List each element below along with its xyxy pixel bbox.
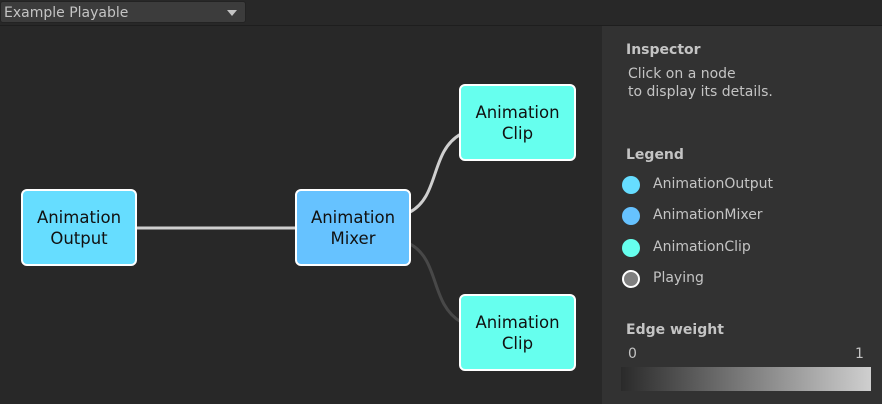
- node-animation-output[interactable]: Animation Output: [21, 189, 137, 266]
- node-animation-mixer[interactable]: Animation Mixer: [295, 189, 411, 266]
- node-label: Animation Clip: [475, 312, 560, 353]
- edge-weight-title: Edge weight: [626, 322, 724, 338]
- edge-mixer-clip-top: [409, 132, 462, 214]
- edge-weight-max-label: 1: [855, 346, 864, 362]
- edge-mixer-clip-bottom: [409, 242, 462, 324]
- legend-label: Playing: [653, 270, 704, 286]
- edge-weight-gradient: [621, 367, 871, 391]
- legend-label: AnimationMixer: [653, 207, 763, 223]
- node-label: Animation Output: [36, 207, 122, 248]
- node-label: Animation Clip: [475, 102, 560, 143]
- graph-selector-dropdown[interactable]: Example Playable: [0, 1, 246, 23]
- node-label: Animation Mixer: [310, 207, 396, 248]
- graph-edges: [136, 132, 462, 324]
- legend-label: AnimationClip: [653, 239, 751, 255]
- node-animation-clip-bottom[interactable]: Animation Clip: [459, 294, 576, 371]
- legend-swatch: [622, 270, 640, 288]
- legend-swatch: [622, 176, 640, 194]
- legend-title: Legend: [626, 147, 684, 163]
- graph-canvas[interactable]: Animation Output Animation Mixer Animati…: [0, 26, 602, 404]
- chevron-down-icon: [227, 10, 237, 16]
- legend-swatch: [622, 207, 640, 225]
- node-animation-clip-top[interactable]: Animation Clip: [459, 84, 576, 161]
- inspector-panel: Inspector Click on a node to display its…: [602, 26, 882, 404]
- toolbar: Example Playable: [0, 0, 882, 26]
- edge-weight-min-label: 0: [628, 346, 637, 362]
- graph-selector-label: Example Playable: [4, 5, 129, 21]
- inspector-hint: Click on a node to display its details.: [628, 66, 773, 100]
- legend-label: AnimationOutput: [653, 176, 774, 192]
- legend-swatch: [622, 239, 640, 257]
- inspector-title: Inspector: [626, 42, 701, 58]
